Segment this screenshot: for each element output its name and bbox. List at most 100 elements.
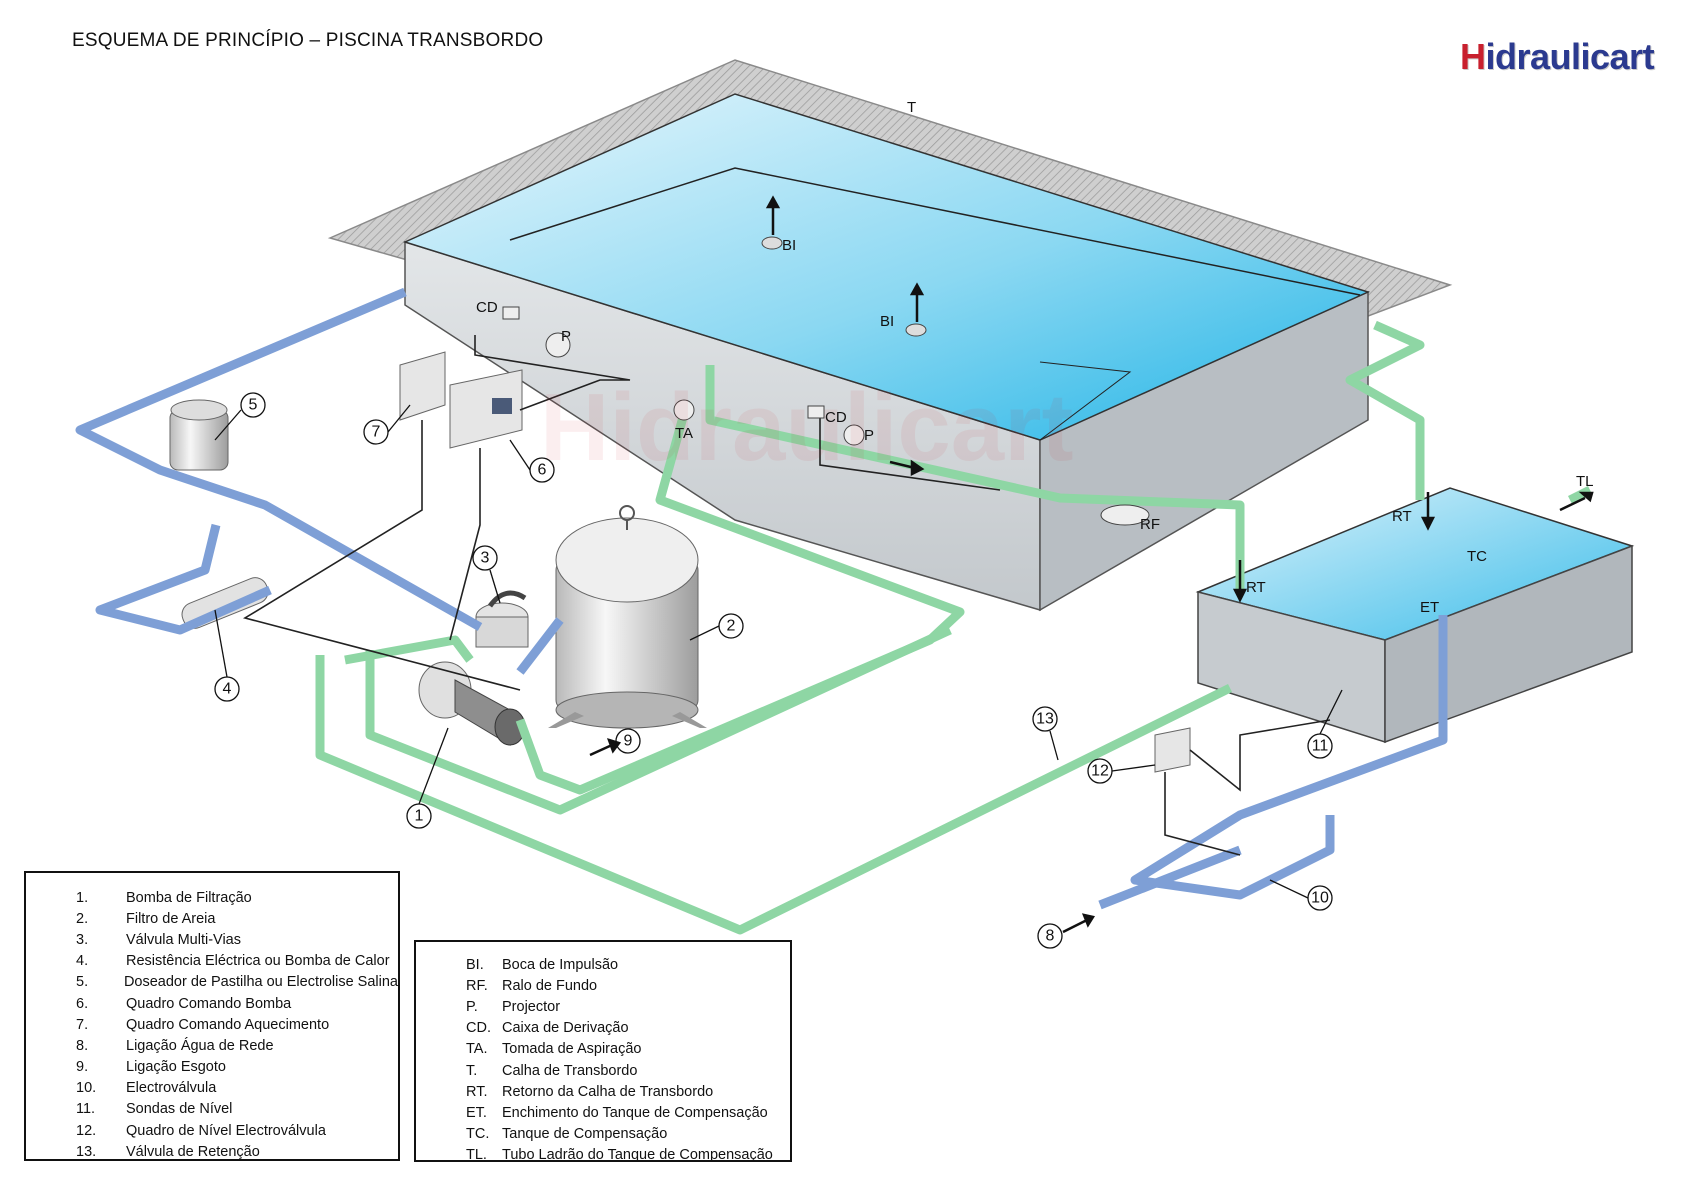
legend-row: 4. Resistência Eléctrica ou Bomba de Calo… [26,951,398,972]
legend-key: ET. [466,1104,487,1121]
callout-9 [615,728,641,754]
callout-5 [240,392,266,418]
callout-8 [1037,923,1063,949]
svg-text:13: 13 [1036,711,1054,728]
legend-row: 2.Filtro de Areia [26,908,398,929]
control-wires [242,335,1331,856]
legend-key: 7. [76,1016,89,1033]
svg-text:1: 1 [415,808,424,825]
legend-text: Tubo Ladrão do Tanque de Compensação [502,1147,773,1162]
legend-text: Sondas de Nível [126,1101,233,1118]
label-rt-1: RT [1246,579,1266,596]
brand-logo: Hidraulicart [1460,36,1655,77]
legend-text: Electroválvula [126,1080,217,1097]
legend-key: 9. [76,1059,89,1076]
svg-text:3: 3 [481,550,490,567]
label-tc: TC [1467,548,1487,565]
legend-key: BI. [466,956,484,973]
legend-row: RT. Retorno da Calha de Transbordo [416,1081,790,1102]
legend-key: 3. [76,931,89,948]
legend-text: Boca de Impulsão [502,956,619,973]
legend-row: TL. Tubo Ladrão do Tanque de Compensação [416,1145,790,1162]
legend-text: Tanque de Compensação [502,1126,668,1143]
green-pipes [315,320,1593,935]
legend-text: Quadro Comando Aquecimento [126,1016,330,1033]
legend-text: Válvula de Retenção [126,1143,260,1160]
callout-3 [472,545,498,571]
legend-text: Resistência Eléctrica ou Bomba de Calor [126,953,390,970]
multiport-valve [475,590,529,648]
legend-key: TC. [466,1126,490,1143]
svg-text:12: 12 [1091,763,1109,780]
legend-key: 10. [76,1080,97,1097]
legend-row: 12.Quadro de Nível Electroválvula [26,1120,398,1141]
dosing-unit [169,399,229,471]
legend-row: RF. Ralo de Fundo [416,975,790,996]
legend-key: 11. [76,1101,96,1118]
label-gutter: T [907,99,916,116]
legend-key: 1. [76,889,89,906]
legend-text: Ligação Esgoto [126,1059,226,1076]
svg-text:6: 6 [538,462,547,479]
legend-row: ET. Enchimento do Tanque de Compensação [416,1102,790,1123]
legend-text: Ligação Água de Rede [126,1037,274,1054]
legend-row: TC. Tanque de Compensação [416,1124,790,1145]
legend-row: 13. Válvula de Retenção [26,1141,398,1162]
svg-text:8: 8 [1046,928,1055,945]
flow-arrows [589,195,1594,934]
legend-text: Projector [502,998,561,1015]
label-tl: TL [1576,473,1594,490]
legend-key: RT. [466,1083,488,1100]
component-labels: T BI BI CD P CD P TA RF RT RT TL TC ET [476,99,1594,616]
legend-row: 10. Electroválvula [26,1078,398,1099]
legend-text: Filtro de Areia [126,910,216,927]
legend-key: RF. [466,977,488,994]
legend-row: 11. Sondas de Nível [26,1099,398,1120]
sand-filter [548,505,707,729]
legend-text: Retorno da Calha de Transbordo [502,1083,714,1100]
label-bi-1: BI [782,237,796,254]
legend-text: Quadro Comando Bomba [126,995,292,1012]
pool-water [402,93,1371,441]
legend-key: T. [466,1062,478,1079]
legend-row: CD. Caixa de Derivação [416,1018,790,1039]
svg-text:10: 10 [1311,890,1329,907]
legend-text: Bomba de Filtração [126,889,252,906]
level-control-panel [1154,727,1191,773]
legend-row: 3.Válvula Multi-Vias [26,929,398,950]
legend-key: TA. [466,1041,488,1058]
svg-text:4: 4 [223,681,232,698]
label-et: ET [1420,599,1439,616]
legend-row: 6.Quadro Comando Bomba [26,993,398,1014]
legend-key: 5. [76,974,89,991]
legend-text: Caixa de Derivação [502,1020,629,1037]
heating-control-panel [399,351,446,421]
legend-row: TA.Tomada de Aspiração [416,1039,790,1060]
legend-row: 5.Doseador de Pastilha ou Electrolise Sa… [26,972,398,993]
legend-key: 13. [76,1143,97,1160]
legend-text: Calha de Transbordo [502,1062,638,1079]
label-ta: TA [675,425,693,442]
label-p-2: P [864,427,874,444]
legend-text: Ralo de Fundo [502,977,598,994]
legend-text: Enchimento do Tanque de Compensação [502,1104,768,1121]
filtration-pump [418,661,526,746]
label-bi-2: BI [880,313,894,330]
legend-key: 4. [76,953,89,970]
watermark: Hidraulicart [540,374,1073,481]
legend-text: Quadro de Nível Electroválvula [126,1122,326,1139]
label-cd-2: CD [825,409,847,426]
label-rf: RF [1140,516,1160,533]
svg-text:11: 11 [1312,738,1329,755]
label-rt-2: RT [1392,508,1412,525]
numbered-callouts: 1 2 3 4 5 6 7 8 9 10 11 12 13 [214,392,1343,949]
svg-text:5: 5 [249,397,258,414]
svg-text:7: 7 [372,424,381,441]
legend-row: 9. Ligação Esgoto [26,1057,398,1078]
legend-key: CD. [466,1020,491,1037]
blue-pipes [75,287,1448,910]
legend-row: P.Projector [416,996,790,1017]
legend-key: TL. [466,1147,487,1162]
